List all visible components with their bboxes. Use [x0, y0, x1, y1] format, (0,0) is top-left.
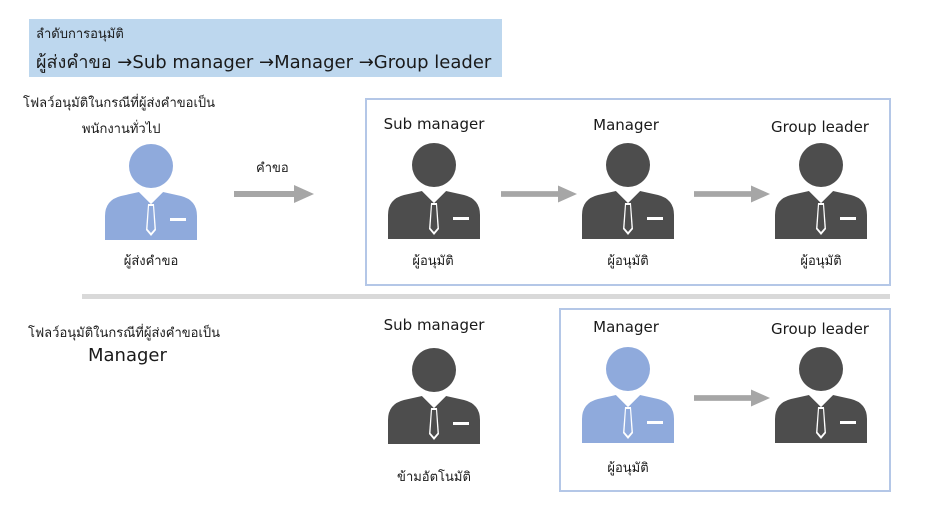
flow2-role-sub-manager: Sub manager	[383, 316, 485, 334]
flow2-caption-line2: Manager	[88, 345, 167, 366]
flow1-arrow-1-icon	[501, 185, 577, 203]
flow2-approver-label: ผู้อนุมัติ	[607, 461, 649, 476]
flow1-role-manager: Manager	[593, 116, 659, 134]
flow2-sub-manager-person-icon	[388, 348, 480, 444]
flow1-group-leader-person-icon	[775, 143, 867, 239]
flow1-sub-manager-person-icon	[388, 143, 480, 239]
flow1-role-sub-manager: Sub manager	[383, 115, 485, 133]
flow2-role-group-leader: Group leader	[771, 320, 869, 338]
flow1-caption-line2: พนักงานทั่วไป	[82, 122, 161, 137]
request-label: คำขอ	[256, 161, 289, 176]
request-arrow-icon	[234, 185, 314, 203]
flow2-group-leader-person-icon	[775, 347, 867, 443]
flow1-approver-label-3: ผู้อนุมัติ	[800, 254, 842, 269]
flow2-caption-line1: โฟลว์อนุมัติในกรณีที่ผู้ส่งคำขอเป็น	[28, 326, 221, 341]
flow2-manager-person-icon	[582, 347, 674, 443]
flow2-arrow-icon	[694, 389, 770, 407]
flow1-approver-label-2: ผู้อนุมัติ	[607, 254, 649, 269]
flow1-role-group-leader: Group leader	[771, 118, 869, 136]
flow2-approver-frame	[559, 308, 891, 492]
auto-skip-label: ข้ามอัตโนมัติ	[397, 470, 471, 485]
flow1-manager-person-icon	[582, 143, 674, 239]
approval-order-chain: ผู้ส่งคำขอ →Sub manager →Manager →Group …	[36, 52, 492, 73]
flow1-approver-label-1: ผู้อนุมัติ	[412, 254, 454, 269]
section-divider	[82, 294, 890, 299]
flow1-approver-frame	[365, 98, 891, 286]
approval-order-box: ลำดับการอนุมัติ ผู้ส่งคำขอ →Sub manager …	[29, 19, 502, 77]
flow2-role-manager: Manager	[593, 318, 659, 336]
approval-order-heading: ลำดับการอนุมัติ	[36, 27, 124, 42]
flow1-caption-line1: โฟลว์อนุมัติในกรณีที่ผู้ส่งคำขอเป็น	[23, 96, 216, 111]
requester-label: ผู้ส่งคำขอ	[123, 254, 179, 269]
requester-person-icon	[105, 144, 197, 240]
flow1-arrow-2-icon	[694, 185, 770, 203]
